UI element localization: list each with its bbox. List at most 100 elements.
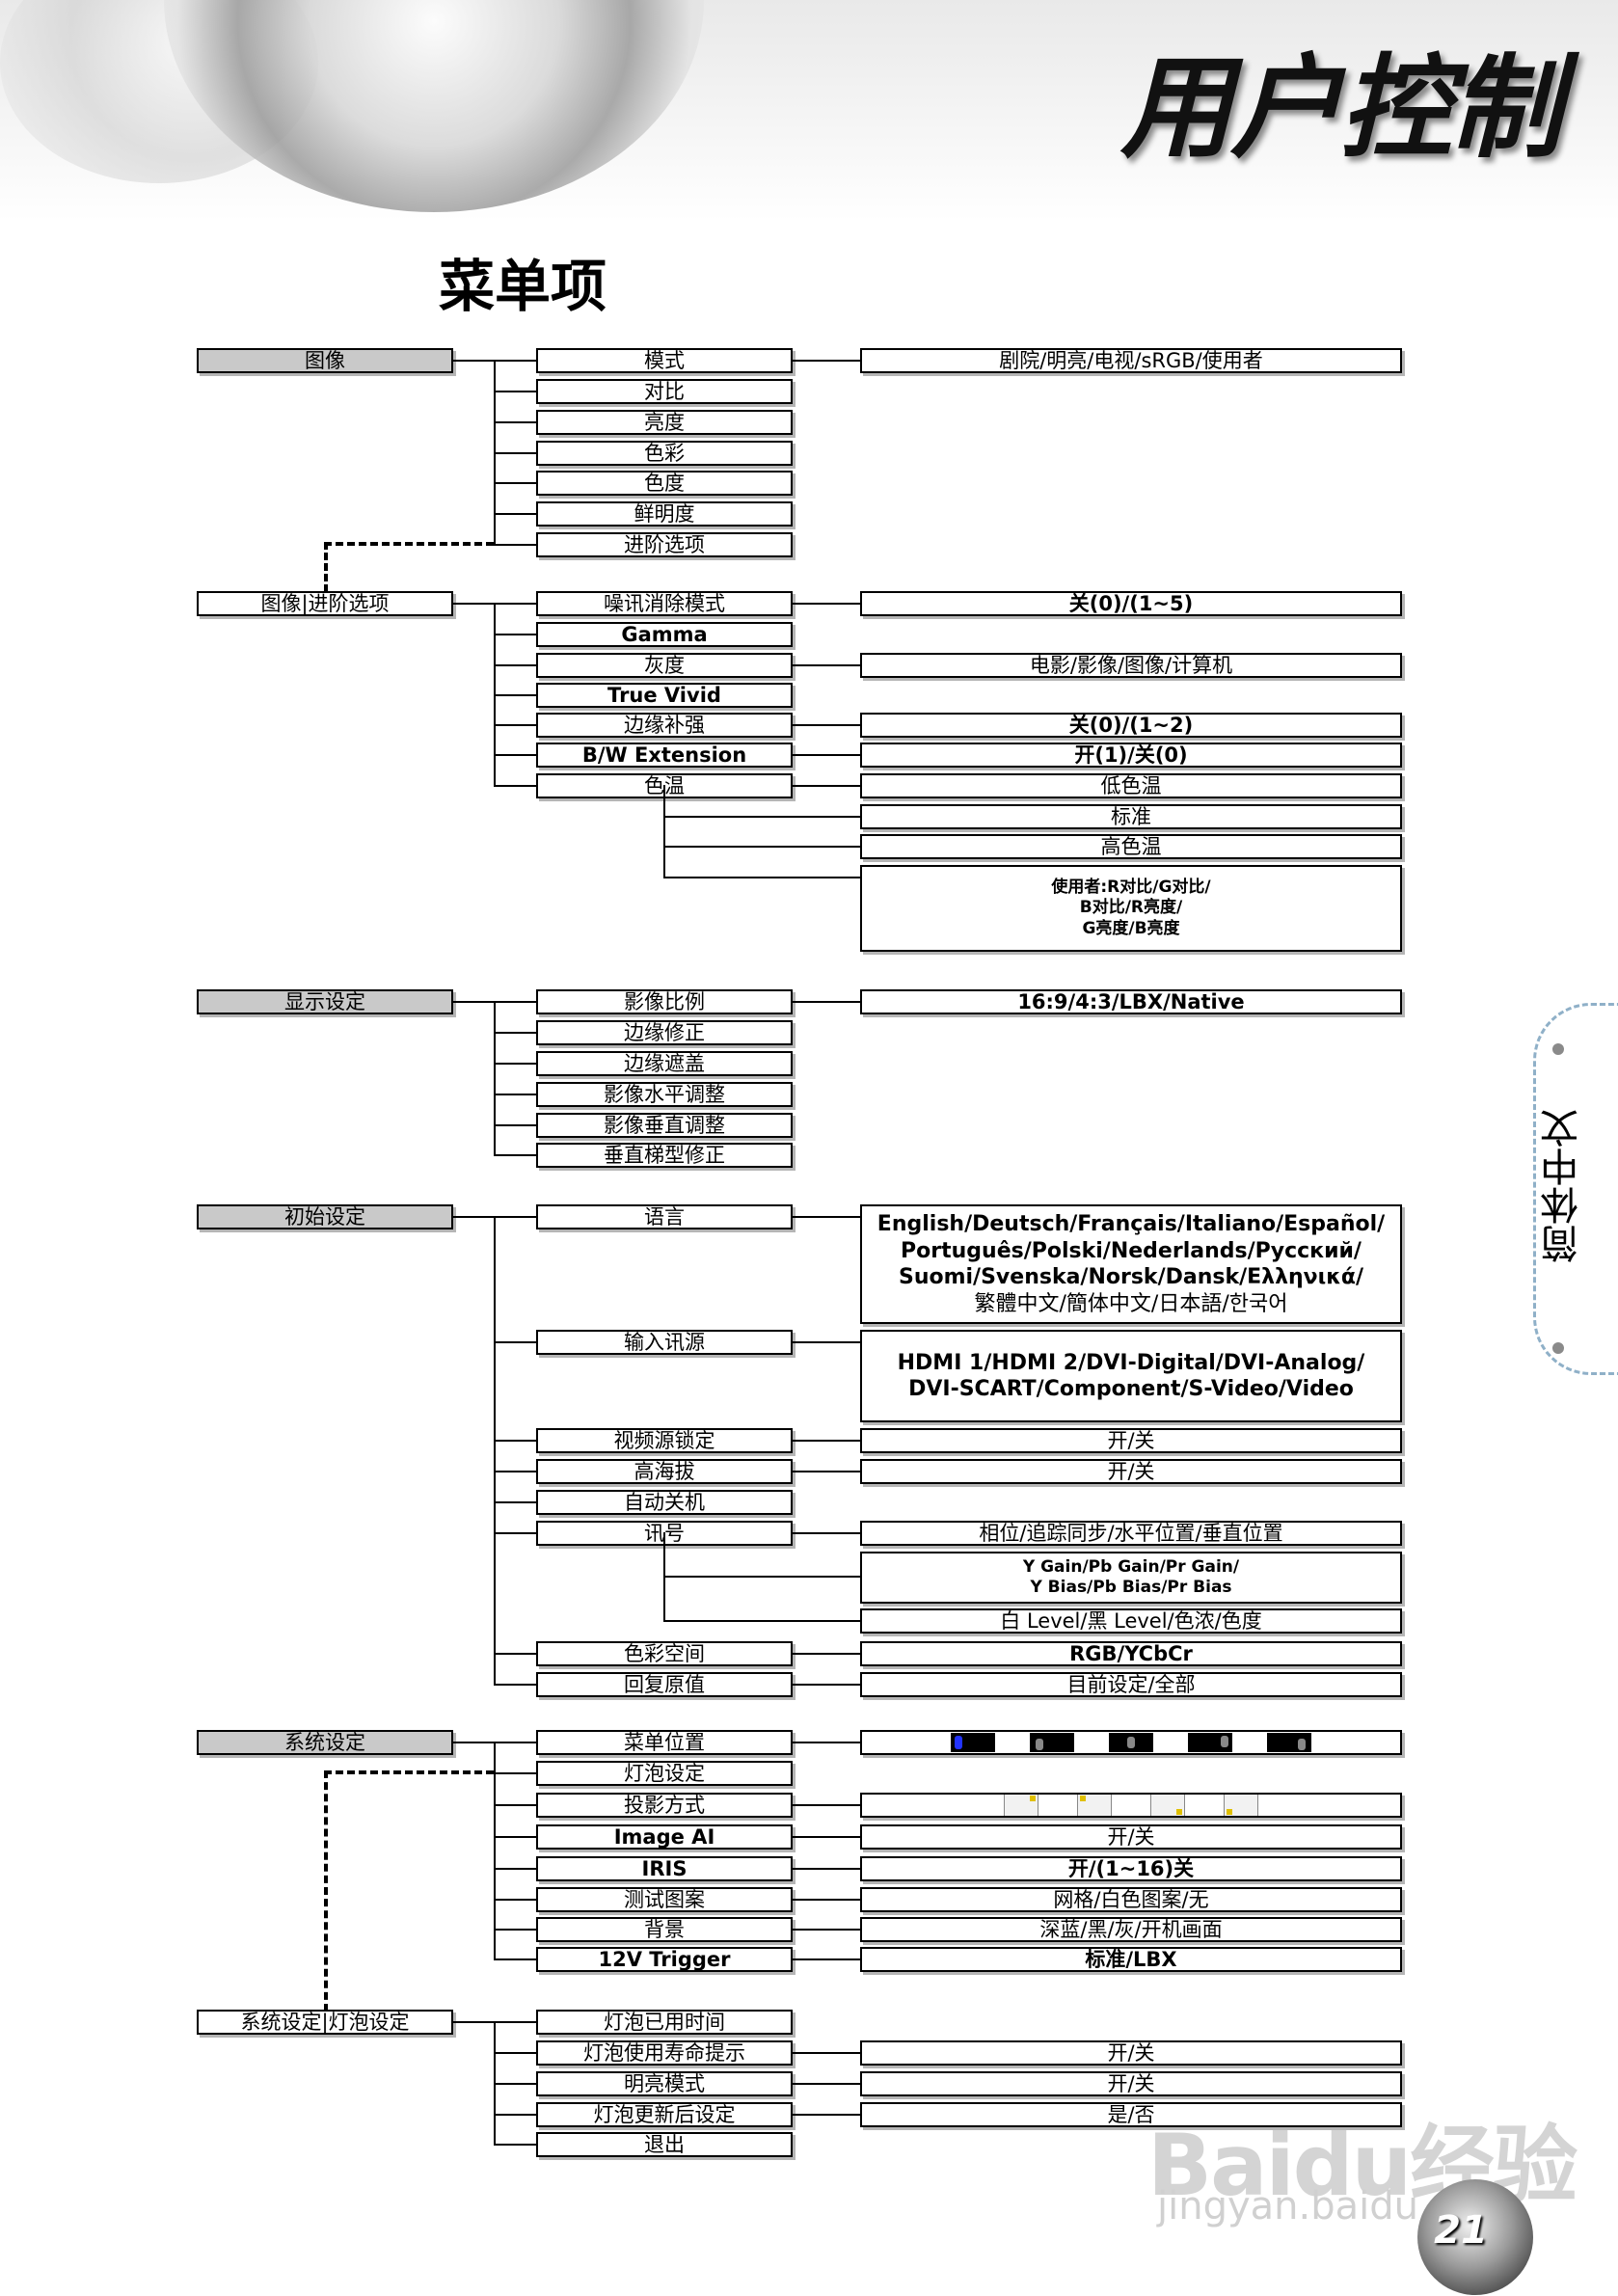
connector xyxy=(494,1341,536,1343)
connector xyxy=(663,816,860,818)
section-title: 菜单项 xyxy=(439,241,607,322)
connector xyxy=(793,1899,860,1901)
connector xyxy=(494,1440,536,1442)
menu-item-menu-location: 菜单位置 xyxy=(536,1730,793,1755)
option-edge: 关(0)/(1~2) xyxy=(860,713,1402,738)
option-test-pattern: 网格/白色图案/无 xyxy=(860,1887,1402,1912)
dashed-link xyxy=(324,1770,494,1774)
menu-item-iris: IRIS xyxy=(536,1856,793,1881)
option-reset: 目前设定/全部 xyxy=(860,1672,1402,1697)
menu-item-lamp-reminder: 灯泡使用寿命提示 xyxy=(536,2040,793,2066)
menu-item-test-pattern: 测试图案 xyxy=(536,1887,793,1912)
menu-item-projection: 投影方式 xyxy=(536,1793,793,1818)
menu-item-true-vivid: True Vivid xyxy=(536,683,793,708)
option-temp-high: 高色温 xyxy=(860,834,1402,859)
connector xyxy=(793,1532,860,1534)
menu-item-edge-enhance: 边缘补强 xyxy=(536,713,793,738)
connector xyxy=(494,694,536,696)
option-temp-standard: 标准 xyxy=(860,804,1402,829)
menu-position-bottom-right-icon xyxy=(1267,1733,1311,1752)
connector xyxy=(793,724,860,726)
connector xyxy=(793,1216,860,1218)
option-language-line: English/Deutsch/Français/Italiano/Españo… xyxy=(877,1211,1385,1238)
menu-position-bottom-left-icon xyxy=(1030,1733,1074,1752)
menu-item-lamp-settings: 灯泡设定 xyxy=(536,1761,793,1786)
option-language-line: Suomi/Svenska/Norsk/Dansk/Ελληνικά/ xyxy=(899,1264,1363,1291)
projection-front-desktop-icon xyxy=(1004,1793,1038,1818)
option-high-altitude: 开/关 xyxy=(860,1459,1402,1484)
connector xyxy=(494,1836,536,1838)
option-source-line: DVI-SCART/Component/S-Video/Video xyxy=(908,1376,1354,1403)
category-lamp-settings: 系统设定|灯泡设定 xyxy=(197,2010,453,2035)
connector xyxy=(494,1804,536,1806)
category-image: 图像 xyxy=(197,348,453,373)
option-aspect-ratio: 16:9/4:3/LBX/Native xyxy=(860,989,1402,1014)
connector xyxy=(494,2083,536,2085)
menu-item-auto-power-off: 自动关机 xyxy=(536,1490,793,1515)
option-input-source: HDMI 1/HDMI 2/DVI-Digital/DVI-Analog/ DV… xyxy=(860,1330,1402,1422)
menu-item-12v-trigger: 12V Trigger xyxy=(536,1947,793,1972)
connector xyxy=(494,1001,496,1155)
connector xyxy=(494,754,536,756)
connector xyxy=(494,1929,536,1931)
menu-item-bright-mode: 明亮模式 xyxy=(536,2071,793,2096)
projection-front-ceiling-icon xyxy=(1150,1793,1185,1818)
connector xyxy=(793,1929,860,1931)
menu-position-top-left-icon xyxy=(951,1733,995,1752)
connector xyxy=(663,785,665,878)
dashed-link xyxy=(324,1770,328,2012)
menu-item-brightness: 亮度 xyxy=(536,410,793,435)
connector xyxy=(494,1124,536,1126)
menu-item-lamp-hours: 灯泡已用时间 xyxy=(536,2010,793,2035)
option-temp-user: 使用者:R对比/G对比/ B对比/R亮度/ G亮度/B亮度 xyxy=(860,865,1402,952)
connector xyxy=(793,1868,860,1870)
menu-item-color-space: 色彩空间 xyxy=(536,1641,793,1666)
connector xyxy=(793,1684,860,1686)
option-image-ai: 开/关 xyxy=(860,1824,1402,1850)
menu-item-background: 背景 xyxy=(536,1917,793,1942)
connector xyxy=(793,1001,860,1003)
menu-item-bw-extension: B/W Extension xyxy=(536,743,793,768)
side-tab-dot-top xyxy=(1552,1043,1564,1055)
menu-item-sharpness: 鲜明度 xyxy=(536,501,793,527)
menu-item-keystone: 垂直梯型修正 xyxy=(536,1143,793,1168)
connector xyxy=(494,1653,536,1655)
connector xyxy=(793,1653,860,1655)
connector xyxy=(793,1341,860,1343)
connector xyxy=(663,1576,860,1578)
connector xyxy=(494,1216,496,1685)
connector xyxy=(793,664,860,666)
connector xyxy=(663,877,860,878)
projection-rear-ceiling-icon xyxy=(1224,1793,1258,1818)
category-image-advanced: 图像|进阶选项 xyxy=(197,591,453,616)
connector xyxy=(494,482,536,484)
menu-position-center-icon xyxy=(1109,1733,1153,1752)
option-language-line: Português/Polski/Nederlands/Русский/ xyxy=(901,1238,1362,1265)
option-projection xyxy=(860,1793,1402,1818)
connector xyxy=(494,1532,536,1534)
connector xyxy=(494,2114,536,2116)
menu-item-advanced: 进阶选项 xyxy=(536,532,793,557)
menu-item-lamp-reset: 灯泡更新后设定 xyxy=(536,2102,793,2127)
dashed-link xyxy=(324,542,328,592)
side-tab-label: 简体中文 xyxy=(1535,1061,1603,1311)
menu-item-tint: 色度 xyxy=(536,471,793,496)
connector xyxy=(793,360,860,362)
connector xyxy=(793,1440,860,1442)
menu-item-gamma: Gamma xyxy=(536,622,793,647)
connector xyxy=(793,1742,860,1743)
option-temp-user-line: 使用者:R对比/G对比/ xyxy=(1051,878,1210,898)
option-source-lock: 开/关 xyxy=(860,1428,1402,1453)
chapter-title: 用户控制 xyxy=(1120,17,1560,179)
menu-item-grayscale: 灰度 xyxy=(536,653,793,678)
projection-rear-desktop-icon xyxy=(1077,1793,1112,1818)
connector xyxy=(494,1032,536,1034)
option-temp-low: 低色温 xyxy=(860,773,1402,798)
menu-item-high-altitude: 高海拔 xyxy=(536,1459,793,1484)
menu-item-exit: 退出 xyxy=(536,2132,793,2157)
connector xyxy=(494,1868,536,1870)
option-noise: 关(0)/(1~5) xyxy=(860,591,1402,616)
connector xyxy=(494,1684,536,1686)
connector xyxy=(793,603,860,605)
dashed-link xyxy=(324,542,494,546)
